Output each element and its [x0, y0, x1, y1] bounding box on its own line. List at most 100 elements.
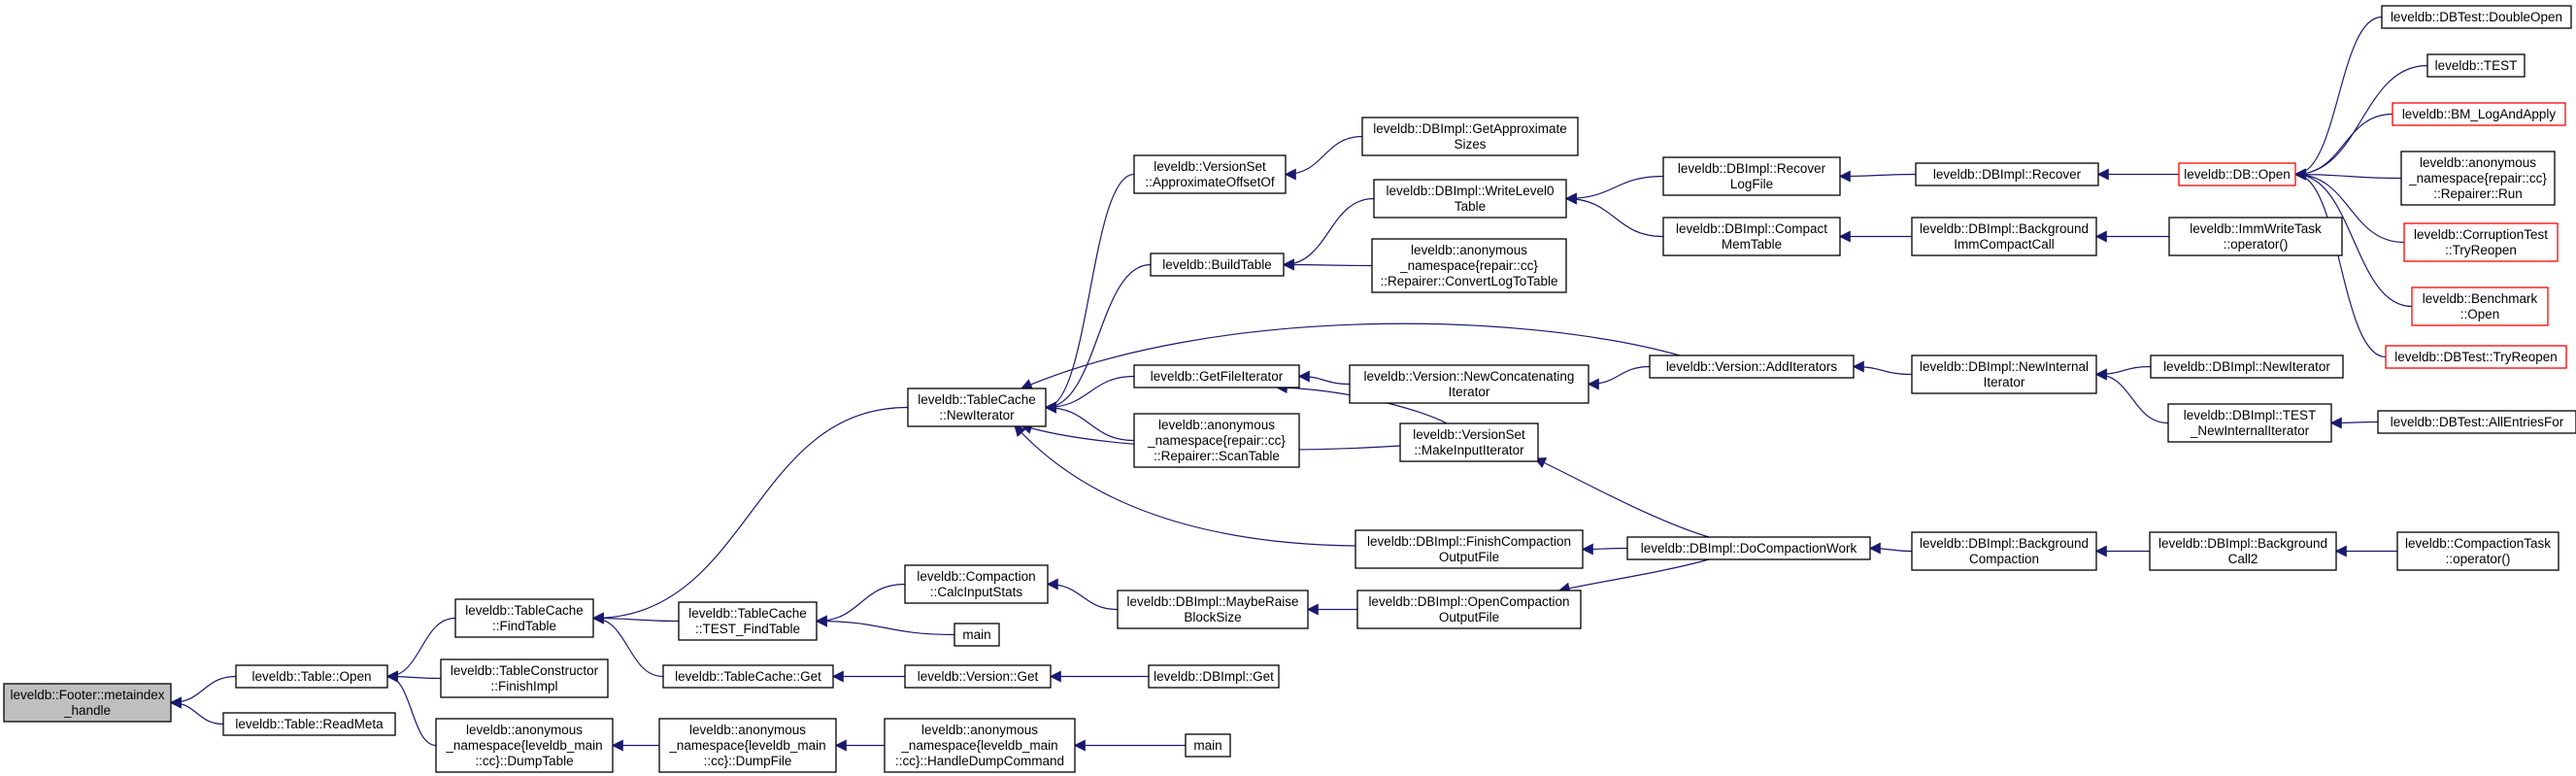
node-label-line: ::TEST_FindTable: [695, 622, 800, 636]
function-node-table-open[interactable]: leveldb::Table::Open: [235, 664, 388, 689]
node-box: [1662, 217, 1841, 256]
node-label-line: leveldb::DBImpl::Background: [1920, 221, 2089, 236]
call-edge-anon_dumptable-to-table_open: [385, 670, 437, 747]
call-edge-dbimpl_docompactionwork-to-vs_makeinputiter: [1533, 457, 1710, 538]
function-node-tc-newiterator[interactable]: leveldb::TableCache::NewIterator: [907, 388, 1047, 427]
node-label-line: leveldb::TableCache: [688, 606, 807, 621]
node-label-line: leveldb::anonymous: [466, 723, 583, 737]
function-node-dbimpl-newinternaliter[interactable]: leveldb::DBImpl::NewInternalIterator: [1911, 354, 2097, 394]
node-label-line: leveldb::anonymous: [689, 723, 806, 737]
function-node-benchmark-open[interactable]: leveldb::Benchmark::Open: [2411, 287, 2549, 326]
node-label-line: ::FinishImpl: [490, 679, 557, 693]
function-node-main2[interactable]: main: [1185, 733, 1231, 758]
function-node-tc-get[interactable]: leveldb::TableCache::Get: [662, 664, 834, 689]
call-edge-dbtest_allentriesfor-to-dbimpl_test_newinternaliter: [2329, 417, 2379, 429]
function-node-anon-dumpfile[interactable]: leveldb::anonymous_namespace{leveldb_mai…: [658, 718, 837, 773]
function-node-compactiontask-op[interactable]: leveldb::CompactionTask::operator(): [2396, 531, 2559, 571]
function-node-corruptiontest-tryreopen[interactable]: leveldb::CorruptionTest::TryReopen: [2403, 222, 2559, 262]
function-node-tc-findtable[interactable]: leveldb::TableCache::FindTable: [454, 598, 594, 638]
node-label-line: Sizes: [1454, 137, 1486, 152]
function-node-version-get[interactable]: leveldb::Version::Get: [904, 664, 1052, 689]
call-edge-tconstr_finish-to-table_open: [385, 670, 442, 683]
node-label-line: leveldb::DBImpl::Background: [2158, 536, 2327, 551]
function-node-dbimpl-bgimmcompact[interactable]: leveldb::DBImpl::BackgroundImmCompactCal…: [1911, 217, 2097, 256]
node-label-line: ImmCompactCall: [1954, 237, 2055, 252]
node-label-line: _namespace{repair::cc}: [1399, 258, 1538, 273]
function-node-dbimpl-docompactionwork[interactable]: leveldb::DBImpl::DoCompactionWork: [1626, 536, 1871, 560]
function-node-tconstr-finish[interactable]: leveldb::TableConstructor::FinishImpl: [440, 658, 609, 698]
function-node-tc-test-findtable[interactable]: leveldb::TableCache::TEST_FindTable: [678, 601, 818, 641]
function-nodes: leveldb::Footer::metaindex_handleleveldb…: [3, 5, 2576, 773]
function-node-main1[interactable]: main: [953, 623, 1000, 647]
function-node-immwritetask-op[interactable]: leveldb::ImmWriteTask::operator(): [2168, 217, 2343, 256]
function-node-version-newconcat[interactable]: leveldb::Version::NewConcatenatingIterat…: [1349, 364, 1589, 404]
node-box: [1373, 179, 1567, 219]
call-edge-dbimpl_newiterator-to-dbimpl_newinternaliter: [2094, 365, 2152, 381]
function-node-dbtest-tryreopen[interactable]: leveldb::DBTest::TryReopen: [2385, 345, 2567, 369]
node-label-line: leveldb::DBImpl::Compact: [1676, 221, 1827, 236]
function-node-vs-approxoffset[interactable]: leveldb::VersionSet::ApproximateOffsetOf: [1133, 154, 1287, 194]
function-node-compaction-calc[interactable]: leveldb::Compaction::CalcInputStats: [904, 564, 1049, 604]
node-box: [1399, 422, 1539, 462]
function-node-db-open[interactable]: leveldb::DB::Open: [2178, 162, 2296, 186]
node-box: [1662, 156, 1841, 196]
node-label-line: main: [1193, 738, 1221, 753]
function-node-getfileiterator[interactable]: leveldb::GetFileIterator: [1133, 364, 1300, 388]
node-label-line: leveldb::DBImpl::NewInternal: [1920, 359, 2089, 374]
node-box: [2377, 410, 2576, 434]
function-node-repair-run[interactable]: leveldb::anonymous_namespace{repair::cc}…: [2400, 151, 2556, 206]
node-box: [1911, 531, 2097, 571]
node-label-line: leveldb::anonymous: [2420, 155, 2536, 170]
function-node-repair-scantable[interactable]: leveldb::anonymous_namespace{repair::cc}…: [1133, 413, 1300, 468]
node-box: [1117, 590, 1309, 629]
function-node-anon-dumptable[interactable]: leveldb::anonymous_namespace{leveldb_mai…: [435, 718, 614, 773]
function-node-root[interactable]: leveldb::Footer::metaindex_handle: [3, 683, 172, 723]
call-edge-dbtest_tryreopen-to-db_open: [2293, 168, 2387, 358]
function-node-vs-makeinputiter[interactable]: leveldb::VersionSet::MakeInputIterator: [1399, 422, 1539, 462]
function-node-dbimpl-recover[interactable]: leveldb::DBImpl::Recover: [1915, 162, 2099, 186]
node-box: [440, 658, 609, 698]
node-box: [1133, 154, 1287, 194]
node-box: [222, 712, 396, 736]
node-box: [1349, 364, 1589, 404]
node-label-line: ::Repairer::ConvertLogToTable: [1380, 274, 1557, 288]
node-box: [2168, 217, 2343, 256]
function-node-version-additerators[interactable]: leveldb::Version::AddIterators: [1649, 354, 1855, 379]
function-node-anon-handledump[interactable]: leveldb::anonymous_namespace{leveldb_mai…: [884, 718, 1076, 773]
node-label-line: _handle: [63, 703, 111, 718]
node-box: [1356, 590, 1582, 629]
function-node-bm-logandapply[interactable]: leveldb::BM_LogAndApply: [2392, 102, 2566, 126]
node-box: [435, 718, 614, 773]
node-box: [2381, 5, 2572, 29]
node-box: [1150, 253, 1285, 277]
function-node-repair-convertlog[interactable]: leveldb::anonymous_namespace{repair::cc}…: [1371, 238, 1567, 293]
node-label-line: main: [962, 627, 990, 642]
function-node-dbimpl-finishcompout[interactable]: leveldb::DBImpl::FinishCompactionOutputF…: [1355, 529, 1584, 569]
function-node-dbimpl-newiterator[interactable]: leveldb::DBImpl::NewIterator: [2150, 354, 2344, 379]
function-node-dbtest-allentriesfor[interactable]: leveldb::DBTest::AllEntriesFor: [2377, 410, 2576, 434]
function-node-buildtable[interactable]: leveldb::BuildTable: [1150, 253, 1285, 277]
node-box: [2403, 222, 2559, 262]
node-label-line: leveldb::DBImpl::OpenCompaction: [1368, 594, 1569, 609]
node-label-line: leveldb::TEST: [2435, 58, 2518, 73]
function-node-dbimpl-opencompout[interactable]: leveldb::DBImpl::OpenCompactionOutputFil…: [1356, 590, 1582, 629]
node-box: [235, 664, 388, 689]
call-edge-dbimpl_compactmem-to-dbimpl_writelevel0: [1564, 192, 1664, 238]
function-node-dbimpl-get[interactable]: leveldb::DBImpl::Get: [1148, 664, 1280, 689]
function-node-test[interactable]: leveldb::TEST: [2426, 53, 2526, 78]
call-edge-dbimpl_bgcompaction-to-dbimpl_docompactionwork: [1868, 542, 1913, 555]
node-box: [1133, 364, 1300, 388]
node-label-line: leveldb::DBImpl::Get: [1154, 669, 1274, 684]
node-label-line: ::FindTable: [492, 619, 556, 633]
function-node-dbimpl-test-newinternaliter[interactable]: leveldb::DBImpl::TEST_NewInternalIterato…: [2167, 403, 2332, 443]
function-node-table-readmeta[interactable]: leveldb::Table::ReadMeta: [222, 712, 396, 736]
function-node-dbtest-doubleopen[interactable]: leveldb::DBTest::DoubleOpen: [2381, 5, 2572, 29]
